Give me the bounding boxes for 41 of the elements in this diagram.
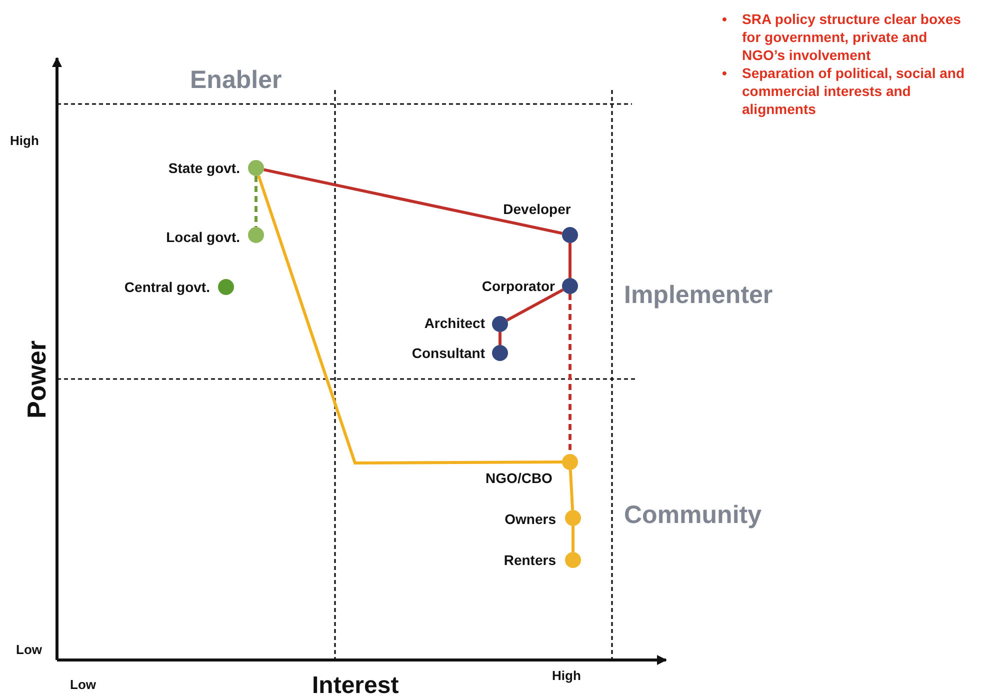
quadrant-title: Implementer — [624, 281, 773, 310]
stakeholder-label: NGO/CBO — [486, 470, 552, 486]
stakeholder-label: Corporator — [482, 278, 555, 294]
connector-line — [498, 332, 502, 345]
quadrant-title: Enabler — [190, 66, 282, 95]
quadrant-title: Community — [624, 501, 762, 530]
axis-tick-label: High — [552, 668, 581, 683]
circle-marker — [565, 510, 581, 526]
stakeholder-label: Owners — [504, 511, 556, 527]
circle-marker — [562, 278, 578, 294]
connector-line — [568, 243, 572, 278]
connector-line — [254, 176, 258, 227]
stakeholder-label: Architect — [424, 315, 485, 331]
circle-marker — [248, 160, 264, 176]
connector-line — [264, 168, 562, 235]
bullet-marker: • — [722, 10, 727, 28]
connector-line — [568, 470, 574, 510]
circle-marker — [492, 316, 508, 332]
stakeholder-label: Renters — [504, 552, 556, 568]
connector-line — [506, 288, 564, 322]
bullet-marker: • — [722, 64, 727, 82]
axis-title: Power — [22, 340, 53, 419]
circle-marker — [565, 552, 581, 568]
stakeholder-label: Consultant — [412, 345, 485, 361]
axis-title: Interest — [312, 672, 399, 700]
stakeholder-label: Central govt. — [124, 279, 210, 295]
stakeholder-label: State govt. — [168, 160, 240, 176]
circle-marker — [562, 227, 578, 243]
circle-marker — [248, 227, 264, 243]
connector-line — [572, 526, 574, 552]
bullet-note: SRA policy structure clear boxes for government, private and NGO’s involvement — [742, 10, 962, 64]
circle-marker — [492, 345, 508, 361]
axis-tick-label: Low — [16, 642, 42, 657]
axis-tick-label: Low — [70, 677, 96, 692]
stakeholder-label: Local govt. — [166, 229, 240, 245]
circle-marker — [562, 454, 578, 470]
stakeholder-label: Developer — [503, 201, 571, 217]
connector-line — [257, 175, 562, 464]
axis-tick-label: High — [10, 133, 39, 148]
bullet-note: Separation of political, social and commercial interests and alignments — [742, 64, 966, 118]
circle-marker — [218, 279, 234, 295]
